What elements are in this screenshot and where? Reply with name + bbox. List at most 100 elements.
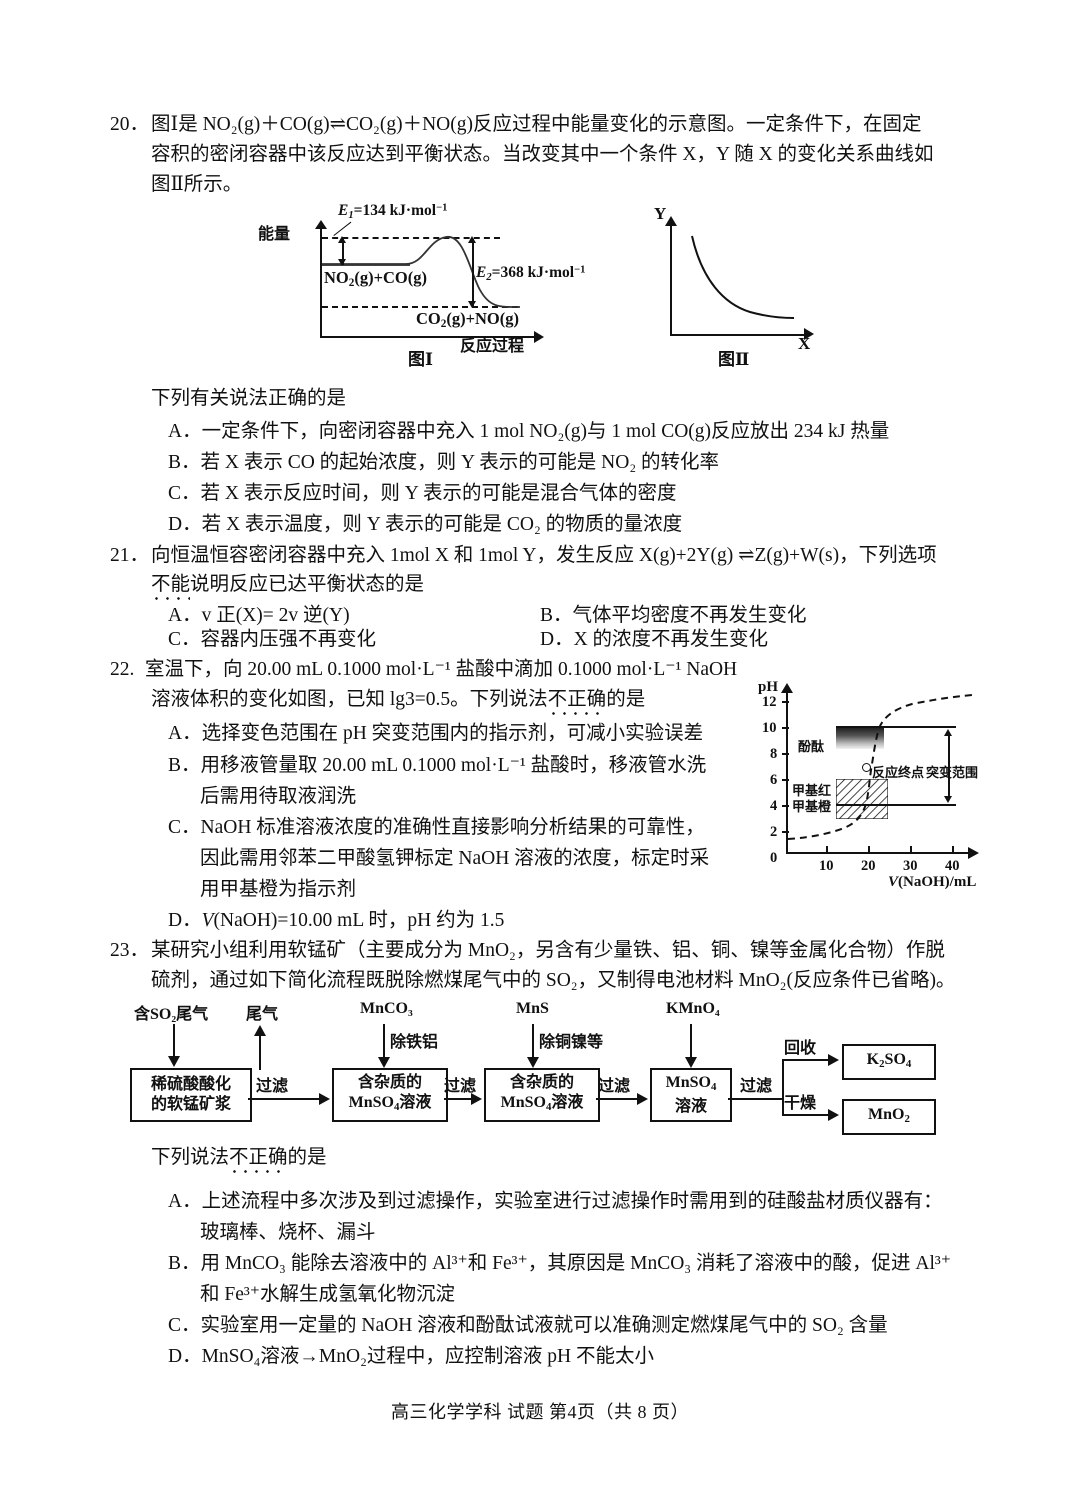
question-22-stem-line1: 室温下，向 20.00 mL 0.1000 mol·L⁻¹ 盐酸中滴加 0.10…: [145, 659, 738, 680]
question-23-option-b[interactable]: B．用 MnCO₃ 能除去溶液中的 Al³⁺和 Fe³⁺，其原因是 MnCO₃ …: [168, 1253, 951, 1274]
jump-range-lower-line: [836, 804, 956, 806]
methyl-orange-label: 甲基橙: [792, 799, 832, 814]
figure-2-x-axis: [670, 334, 808, 336]
ph-chart-ytick-12: 12: [762, 694, 777, 710]
flow-box-4-line1: MnSO4: [665, 1073, 717, 1094]
jump-range-arrow-up: [944, 729, 952, 736]
question-23-stem-line2: 硫剂，通过如下简化流程既脱除燃煤尾气中的 SO₂，又制得电池材料 MnO₂(反应…: [151, 970, 956, 991]
flow-box-4: MnSO4 溶液: [650, 1068, 732, 1122]
flow-arrow-mns-head: [527, 1057, 539, 1068]
reaction-endpoint-label: 反应终点: [872, 765, 925, 780]
figure-2-y-axis: [670, 224, 672, 336]
ph-chart-xtickmark-30: [910, 846, 912, 854]
question-23-option-b-cont: 和 Fe³⁺水解生成氢氧化物沉淀: [200, 1284, 456, 1305]
question-20-number: 20．: [110, 114, 150, 135]
flow-box-2: 含杂质的 MnSO4溶液: [332, 1068, 448, 1122]
flow-arrow-so2-head: [168, 1056, 180, 1067]
question-23-option-c[interactable]: C．实验室用一定量的 NaOH 溶液和酚酞试液就可以准确测定燃煤尾气中的 SO₂…: [168, 1315, 888, 1336]
figure-1-transition-level-dash: [322, 237, 500, 239]
figure-1-e2-measure-line: [472, 239, 474, 307]
flow-box-k2so4-label: K2SO4: [866, 1050, 912, 1071]
question-23-option-a[interactable]: A．上述流程中多次涉及到过滤操作，实验室进行过滤操作时需用到的硅酸盐材质仪器有：: [168, 1191, 943, 1212]
jump-range-upper-line: [836, 726, 956, 728]
phenolphthalein-band: [836, 727, 884, 749]
flow-connector-3-head: [637, 1093, 648, 1105]
ph-chart-ytickmark-10: [782, 727, 789, 729]
question-22-negation: 不正确: [547, 689, 607, 710]
question-23-number: 23．: [110, 940, 150, 961]
question-21-option-d[interactable]: D．X 的浓度不再发生变化: [540, 629, 769, 650]
question-22-option-a[interactable]: A．选择变色范围在 pH 突变范围内的指示剂，可减小实验误差: [168, 723, 704, 744]
ph-chart-y-axis-arrow: [781, 683, 793, 693]
question-21-option-c[interactable]: C．容器内压强不再变化: [168, 629, 377, 650]
flow-reagent-mnco3-label: MnCO₃: [360, 1000, 413, 1017]
question-20-option-c[interactable]: C．若 X 表示反应时间，则 Y 表示的可能是混合气体的密度: [168, 483, 677, 504]
flow-box-mno2-label: MnO2: [868, 1105, 910, 1126]
figure-2-y-axis-label: Y: [654, 204, 667, 223]
figure-1-y-axis: [320, 226, 322, 338]
flow-branch-recycle-label: 回收: [784, 1040, 817, 1057]
figure-2-curve: [691, 235, 795, 319]
ph-chart-xtickmark-40: [952, 846, 954, 854]
ph-chart-ytick-8: 8: [770, 746, 778, 762]
flow-box-3-line2: MnSO4溶液: [500, 1093, 584, 1114]
flow-reagent-kmno4-label: KMnO₄: [666, 1000, 720, 1017]
ph-chart-xtick-20: 20: [861, 858, 876, 874]
question-20-option-a[interactable]: A．一定条件下，向密闭容器中充入 1 mol NO₂(g)与 1 mol CO(…: [168, 421, 890, 442]
figure-1-e1-measure-line: [342, 239, 344, 265]
question-23-option-d[interactable]: D．MnSO₄溶液→MnO₂过程中，应控制溶液 pH 不能太小: [168, 1346, 654, 1367]
flow-branch-top-head: [828, 1054, 839, 1066]
ph-chart-ytick-6: 6: [770, 772, 778, 788]
ph-chart-ytick-4: 4: [770, 798, 778, 814]
ph-chart-y-axis-label: pH: [758, 679, 779, 695]
ph-chart-xtick-10: 10: [819, 858, 834, 874]
figure-2-xy-curve: Y X: [648, 204, 838, 361]
ph-chart-xtickmark-10: [826, 846, 828, 854]
ph-chart-ytickmark-4: [782, 805, 789, 807]
question-20-option-d[interactable]: D．若 X 表示温度，则 Y 表示的可能是 CO₂ 的物质的量浓度: [168, 514, 683, 535]
figure-1-x-axis: [320, 336, 538, 338]
flow-connector-1-line: [248, 1098, 320, 1100]
ph-chart-ytick-10: 10: [762, 720, 777, 736]
jump-range-label: 突变范围: [926, 765, 979, 780]
question-22-option-c-cont2: 因此需用邻苯二甲酸氢钾标定 NaOH 溶液的浓度，标定时采: [200, 848, 710, 869]
methyl-indicator-band: [836, 779, 888, 819]
ph-chart-x-axis-label: V(NaOH)/mL: [888, 874, 977, 890]
question-22-option-c[interactable]: C．NaOH 标准溶液浓度的准确性直接影响分析结果的可靠性，: [168, 817, 705, 838]
ph-chart-x-axis-arrow: [968, 847, 979, 859]
flow-arrow-tailgas-head: [254, 1025, 266, 1036]
question-23-lead: 下列说法不正确的是: [151, 1143, 327, 1173]
question-23-negation: 不正确: [229, 1147, 288, 1168]
flow-connector-3-label: 过滤: [598, 1078, 631, 1095]
flow-connector-2-line: [444, 1098, 472, 1100]
question-23-option-a-cont: 玻璃棒、烧杯、漏斗: [200, 1222, 376, 1243]
flow-sublabel-remove-cu-ni: 除铜镍等: [539, 1034, 604, 1051]
question-22-option-d[interactable]: D．V(NaOH)=10.00 mL 时，pH 约为 1.5: [168, 910, 505, 931]
methyl-red-label: 甲基红: [792, 783, 832, 798]
phenolphthalein-label: 酚酞: [798, 739, 825, 754]
flow-arrow-tailgas-line: [259, 1036, 261, 1070]
question-21-stem-line1: 向恒温恒容密闭容器中充入 1mol X 和 1mol Y，发生反应 X(g)+2…: [151, 545, 937, 566]
flow-box-2-line2: MnSO4溶液: [348, 1093, 432, 1114]
question-22-stem-line2-b: 的是: [606, 689, 646, 710]
reaction-endpoint-marker: [862, 763, 871, 772]
flow-connector-1-head: [319, 1093, 330, 1105]
flow-input-so2-label: 含SO₂尾气: [134, 1006, 209, 1023]
flow-box-mno2: MnO2: [842, 1099, 936, 1135]
question-22-option-b[interactable]: B．用移液管量取 20.00 mL 0.1000 mol·L⁻¹ 盐酸时，移液管…: [168, 755, 707, 776]
ph-chart-ytick-2: 2: [770, 824, 778, 840]
ph-chart-xtick-40: 40: [945, 858, 960, 874]
question-20-lead: 下列有关说法正确的是: [151, 388, 347, 409]
flow-arrow-mns-line: [532, 1024, 534, 1060]
flow-arrow-mnco3-line: [383, 1024, 385, 1060]
flow-box-3-line1: 含杂质的: [509, 1073, 574, 1091]
question-21-option-b[interactable]: B．气体平均密度不再发生变化: [540, 605, 807, 626]
flow-branch-bottom-head: [828, 1109, 839, 1121]
question-20-stem-line1: 图Ⅰ是 NO₂(g)＋CO(g)⇌CO₂(g)＋NO(g)反应过程中能量变化的示…: [151, 114, 922, 135]
question-20-stem-line2: 容积的密闭容器中该反应达到平衡状态。当改变其中一个条件 X，Y 随 X 的变化关…: [151, 144, 934, 165]
ph-chart-xtick-30: 30: [903, 858, 918, 874]
question-21-option-a[interactable]: A．v 正(X)= 2v 逆(Y): [168, 605, 350, 626]
jump-range-measure-line: [948, 733, 950, 797]
question-20-option-b[interactable]: B．若 X 表示 CO 的起始浓度，则 Y 表示的可能是 NO₂ 的转化率: [168, 452, 719, 473]
question-23-lead-a: 下列说法: [151, 1147, 230, 1168]
